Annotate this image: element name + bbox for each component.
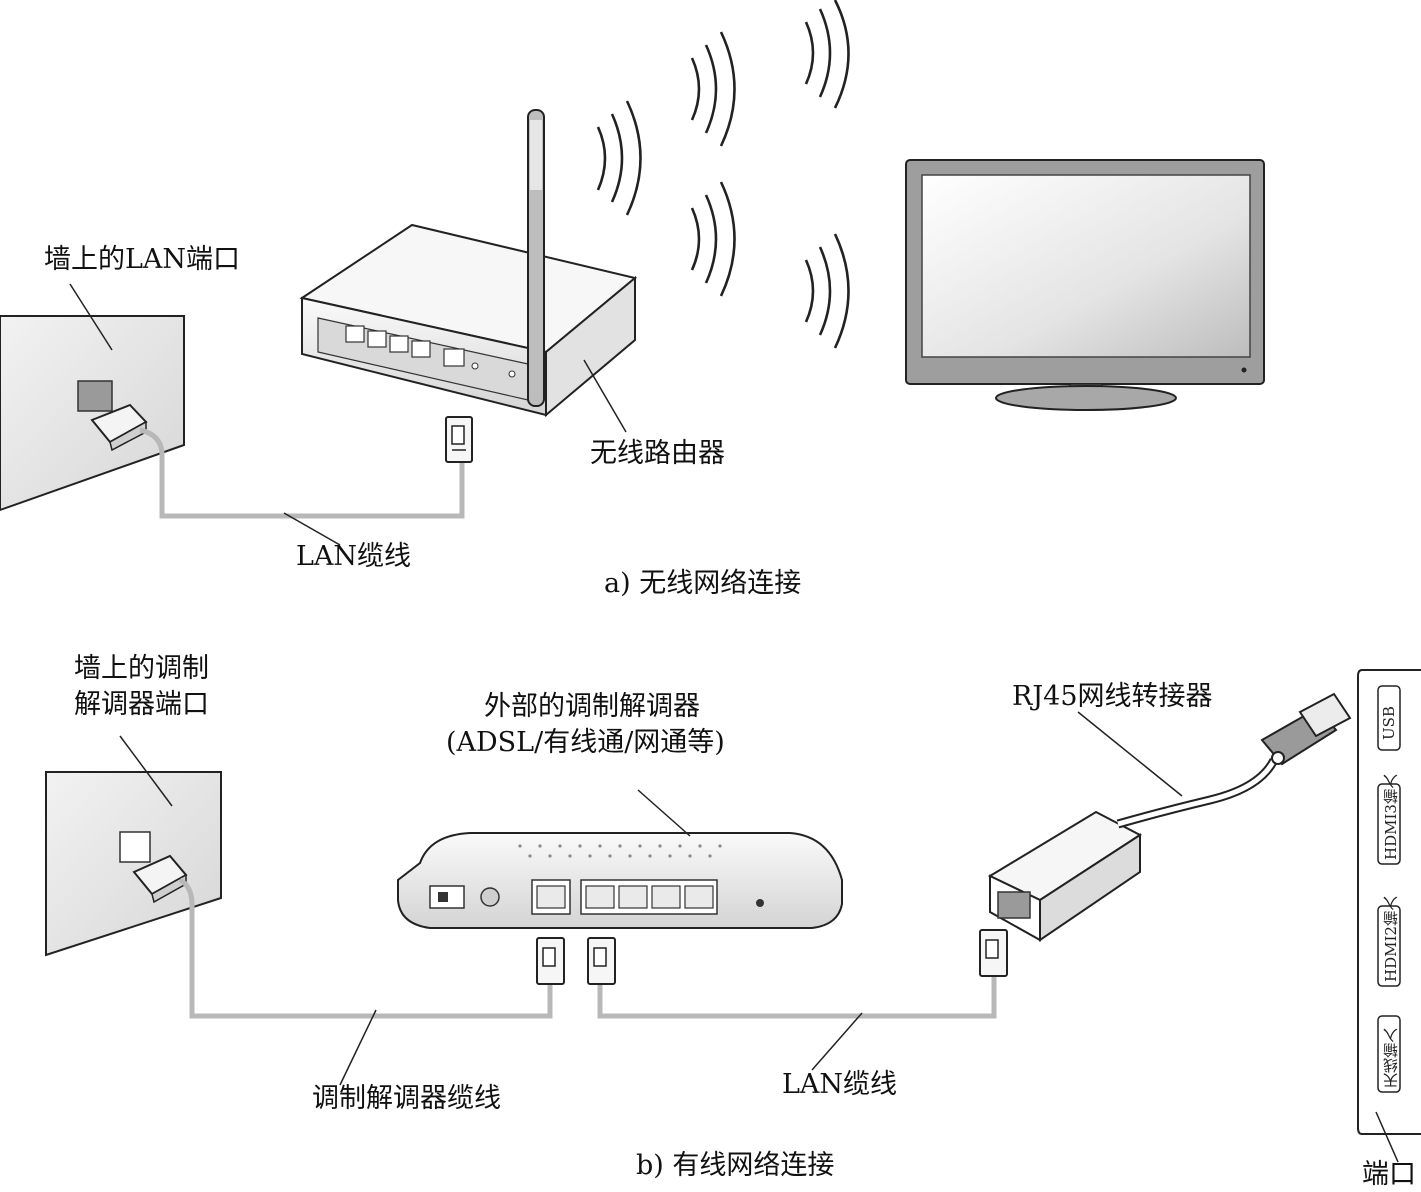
wall-modem-port-leader-line bbox=[119, 735, 173, 807]
modem-cable-label: 调制解调器缆线 bbox=[312, 1083, 501, 1114]
television bbox=[905, 159, 1265, 411]
usb-plug bbox=[1260, 692, 1352, 766]
wall-lan-port-panel bbox=[0, 315, 185, 512]
rj45-usb-adapter bbox=[987, 692, 1352, 942]
rj45-plug-adapter bbox=[979, 929, 1008, 977]
lan-cable-b bbox=[597, 976, 997, 1019]
lan-cable-label: LAN缆线 bbox=[296, 541, 412, 572]
external-modem bbox=[397, 832, 843, 929]
rj45-plug-modem-right bbox=[587, 937, 616, 985]
wifi-signal-waves bbox=[596, 0, 850, 349]
modem-cable bbox=[178, 877, 553, 1019]
lan-cable-b-leader-line bbox=[811, 1012, 863, 1071]
caption-a: a) 无线网络连接 bbox=[604, 568, 802, 599]
wireless-router bbox=[299, 109, 638, 418]
router-leader-line bbox=[583, 359, 627, 433]
rj45-adapter-label: RJ45网线转接器 bbox=[1012, 681, 1213, 712]
wall-modem-port-label-line2: 解调器端口 bbox=[74, 689, 209, 720]
adapter-leader-line bbox=[1077, 711, 1183, 797]
lan-cable-b-label: LAN缆线 bbox=[782, 1069, 898, 1100]
caption-b: b) 有线网络连接 bbox=[636, 1150, 835, 1181]
router-antenna bbox=[527, 109, 545, 407]
wall-modem-port-label-line1: 墙上的调制 bbox=[74, 653, 209, 684]
rj45-plug-modem-left bbox=[536, 937, 565, 985]
modem-plug-in-wall bbox=[132, 854, 188, 904]
tv-port-hdmi2-label: HDMI2输入 bbox=[1382, 896, 1400, 982]
modem-label-line2: (ADSL/有线通/网通等) bbox=[446, 727, 725, 758]
lan-cable-leader-line bbox=[283, 512, 341, 546]
tv-port-panel bbox=[1357, 669, 1421, 1135]
rj45-plug-router bbox=[445, 416, 473, 463]
tv-port-usb-label: USB bbox=[1380, 706, 1398, 740]
wireless-router-label: 无线路由器 bbox=[590, 438, 725, 469]
modem-label-line1: 外部的调制解调器 bbox=[484, 691, 700, 722]
wall-port-leader-line bbox=[69, 283, 113, 351]
wall-lan-port-label: 墙上的LAN端口 bbox=[44, 244, 241, 275]
lan-cable bbox=[139, 427, 465, 519]
modem-leader-line bbox=[637, 789, 691, 837]
ports-label: 端口 bbox=[1362, 1159, 1416, 1190]
wall-modem-port-panel bbox=[45, 771, 222, 957]
tv-port-antenna-label: 天线输入 bbox=[1382, 1028, 1400, 1088]
tv-port-hdmi3-label: HDMI3输入 bbox=[1382, 774, 1400, 860]
ports-leader-line bbox=[1375, 1111, 1399, 1163]
modem-cable-leader-line bbox=[339, 1009, 377, 1086]
